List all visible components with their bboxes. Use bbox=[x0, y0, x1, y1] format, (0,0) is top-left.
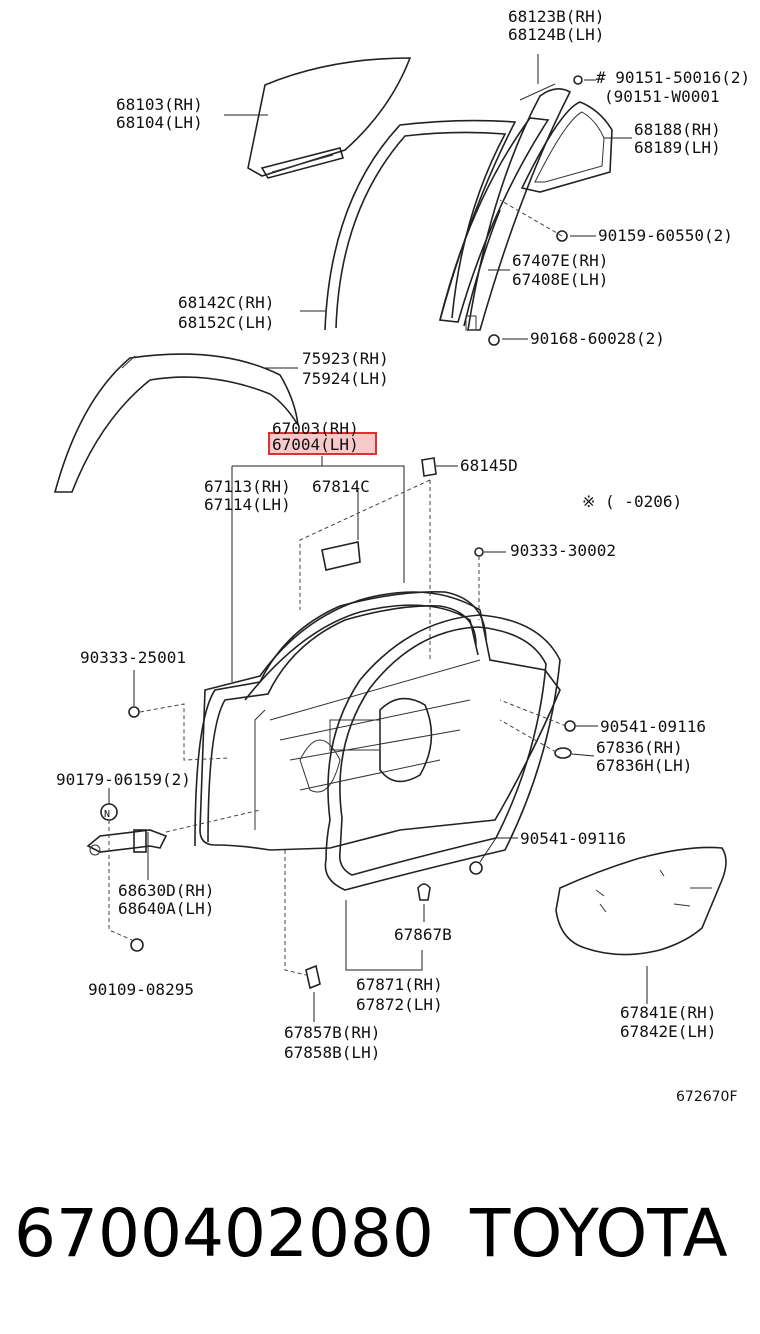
wheel-arch-liner-drawing bbox=[53, 353, 299, 493]
label-68152: 68152C(LH) bbox=[178, 313, 274, 332]
label-67407: 67407E(RH) bbox=[512, 251, 608, 270]
label-67842: 67842E(LH) bbox=[620, 1022, 716, 1041]
label-90333a: 90333-25001 bbox=[80, 648, 186, 667]
door-trim-outline-drawing bbox=[194, 590, 487, 847]
pad-lower-icon bbox=[305, 964, 321, 990]
label-90333b: 90333-30002 bbox=[510, 541, 616, 560]
label-75923: 75923(RH) bbox=[302, 349, 389, 368]
label-67872: 67872(LH) bbox=[356, 995, 443, 1014]
leader-lines bbox=[108, 54, 648, 1022]
pad-icon bbox=[321, 541, 361, 571]
label-68630: 68630D(RH) bbox=[118, 881, 214, 900]
label-67841: 67841E(RH) bbox=[620, 1003, 716, 1022]
label-75924: 75924(LH) bbox=[302, 369, 389, 388]
label-68145: 68145D bbox=[460, 456, 518, 475]
label-67867: 67867B bbox=[394, 925, 452, 944]
label-90109: 90109-08295 bbox=[88, 980, 194, 999]
label-67836h: 67836H(LH) bbox=[596, 756, 692, 775]
highlight-box bbox=[268, 432, 377, 455]
label-0206: ※ ( -0206) bbox=[582, 492, 682, 511]
label-68189: 68189(LH) bbox=[634, 138, 721, 157]
label-90151b: (90151-W0001 bbox=[604, 87, 720, 106]
label-67857: 67857B(RH) bbox=[284, 1023, 380, 1042]
label-90159: 90159-60550(2) bbox=[598, 226, 733, 245]
label-67871: 67871(RH) bbox=[356, 975, 443, 994]
label-67836: 67836(RH) bbox=[596, 738, 683, 757]
label-67114: 67114(LH) bbox=[204, 495, 291, 514]
clip-icon bbox=[421, 457, 437, 477]
part-number: 6700402080 bbox=[14, 1195, 434, 1272]
push-clip-icon bbox=[417, 883, 431, 901]
label-68640: 68640A(LH) bbox=[118, 899, 214, 918]
label-90168: 90168-60028(2) bbox=[530, 329, 665, 348]
nut-letter: N bbox=[104, 809, 110, 820]
label-68103: 68103(RH) bbox=[116, 95, 203, 114]
label-90541a: 90541-09116 bbox=[600, 717, 706, 736]
label-68124: 68124B(LH) bbox=[508, 25, 604, 44]
run-channel-drawing bbox=[324, 119, 517, 331]
diagram-code: 672670F bbox=[676, 1089, 738, 1105]
label-67408: 67408E(LH) bbox=[512, 270, 608, 289]
door-shell-drawing bbox=[199, 591, 561, 851]
label-67003: 67003(RH) bbox=[272, 419, 359, 438]
label-68142: 68142C(RH) bbox=[178, 293, 274, 312]
label-90151a: # 90151-50016(2) bbox=[596, 68, 750, 87]
label-67814: 67814C bbox=[312, 477, 370, 496]
label-67004: 67004(LH) bbox=[272, 435, 359, 454]
label-68123: 68123B(RH) bbox=[508, 7, 604, 26]
label-67858: 67858B(LH) bbox=[284, 1043, 380, 1062]
label-90179: 90179-06159(2) bbox=[56, 770, 191, 789]
brand-name: TOYOTA bbox=[469, 1195, 728, 1272]
service-hole-cover-drawing bbox=[555, 846, 727, 956]
door-glass-drawing bbox=[247, 57, 412, 179]
division-bar-drawing bbox=[439, 117, 550, 331]
weatherstrip-drawing bbox=[324, 614, 561, 891]
quarter-glass-drawing bbox=[520, 101, 613, 193]
label-90541b: 90541-09116 bbox=[520, 829, 626, 848]
part-labels: 68123B(RH) 68124B(LH) # 90151-50016(2) (… bbox=[56, 7, 750, 1105]
label-68104: 68104(LH) bbox=[116, 113, 203, 132]
door-check-drawing bbox=[86, 829, 168, 856]
label-67113: 67113(RH) bbox=[204, 477, 291, 496]
door-frame-moulding-drawing bbox=[467, 83, 572, 331]
label-68188: 68188(RH) bbox=[634, 120, 721, 139]
